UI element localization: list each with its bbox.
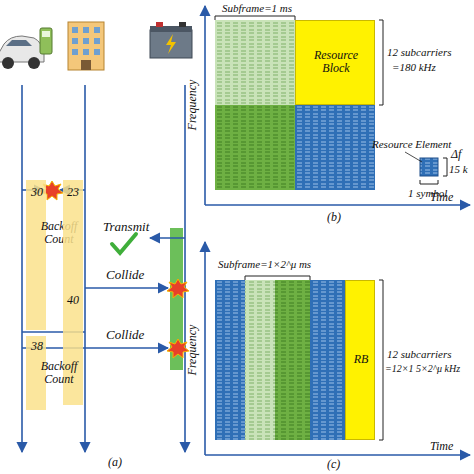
resource-element-square: [420, 158, 438, 176]
backoff-bar: 30Backoff Count: [26, 180, 46, 330]
action-label: Transmit: [103, 220, 149, 234]
panel-label: (a): [108, 456, 122, 469]
node-text: Backoff Count: [32, 360, 86, 386]
node-text: 40: [64, 294, 82, 307]
dimension-label: Subframe=1×2^μ ms: [218, 258, 311, 270]
dimension-label: 12 subcarriers: [387, 46, 451, 58]
timeline-lines: [22, 85, 185, 452]
action-label: Collide: [106, 328, 144, 342]
resource-block: Resource Block: [295, 20, 375, 105]
dimension-label: Δf: [451, 148, 461, 161]
building-icon: [68, 22, 104, 70]
axes-b: [205, 6, 470, 205]
dimension-label: Subframe=1 ms: [222, 2, 292, 14]
part-label: Resource Element: [372, 138, 451, 150]
leader-line: [405, 152, 422, 162]
backoff-bar: 38Backoff Count: [26, 336, 46, 410]
node-text: Resource Block: [300, 49, 372, 75]
node-text: RB: [346, 353, 376, 366]
node-text: 23: [64, 186, 82, 199]
node-text: 38: [28, 340, 46, 353]
message-arrows: [22, 190, 185, 348]
rb-column: RB: [345, 280, 375, 440]
brackets-b: [215, 16, 447, 184]
car-charger-icon: [0, 28, 52, 69]
resource-grid-b: [215, 20, 375, 190]
panel-label: (c): [327, 458, 340, 471]
dimension-label: =12×1 5×2^μ kHz: [385, 363, 460, 374]
axis-label: Time: [430, 440, 453, 453]
action-label: Collide: [106, 268, 144, 282]
brackets-c: [245, 276, 383, 440]
axis-label: Frequency: [186, 80, 199, 131]
battery-icon: [150, 22, 192, 58]
axes-c: [205, 242, 470, 455]
node-text: 30: [28, 186, 46, 199]
axis-label: Time: [430, 191, 453, 204]
resource-grid-c: [215, 280, 345, 440]
dimension-label: =180 kHz: [392, 61, 436, 73]
dimension-label: 15 k: [449, 163, 468, 175]
axis-label: Frequency: [186, 325, 199, 376]
panel-label: (b): [327, 211, 341, 224]
success-check: [112, 234, 136, 253]
dimension-label: 12 subcarriers: [387, 348, 451, 360]
